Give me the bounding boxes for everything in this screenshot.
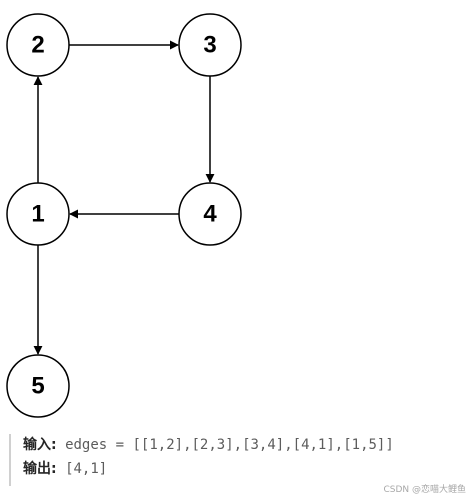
graph-diagram: 2 3 1 4 5 [6, 13, 242, 418]
node-label: 1 [31, 201, 44, 228]
node-circle [6, 13, 70, 77]
node-2: 2 [6, 13, 70, 77]
input-label: 输入: [23, 437, 57, 453]
watermark: CSDN @恋喵大鲤鱼 [383, 485, 466, 495]
nodes-layer: 2 3 1 4 5 [6, 13, 242, 418]
node-label: 2 [31, 32, 44, 59]
node-1: 1 [6, 182, 70, 246]
node-label: 4 [203, 201, 217, 228]
node-circle [6, 182, 70, 246]
node-circle [178, 182, 242, 246]
input-line: 输入: edges = [[1,2],[2,3],[3,4],[4,1],[1,… [23, 434, 469, 456]
input-value: edges = [[1,2],[2,3],[3,4],[4,1],[1,5]] [65, 437, 394, 453]
node-circle [178, 13, 242, 77]
node-circle [6, 354, 70, 418]
node-4: 4 [178, 182, 242, 246]
node-5: 5 [6, 354, 70, 418]
example-block: 输入: edges = [[1,2],[2,3],[3,4],[4,1],[1,… [9, 434, 469, 486]
node-3: 3 [178, 13, 242, 77]
edges-layer [33, 40, 215, 355]
output-value: [4,1] [65, 461, 108, 477]
output-line: 输出: [4,1] [23, 458, 469, 480]
output-label: 输出: [23, 461, 57, 477]
node-label: 3 [203, 32, 216, 59]
node-label: 5 [31, 373, 44, 400]
